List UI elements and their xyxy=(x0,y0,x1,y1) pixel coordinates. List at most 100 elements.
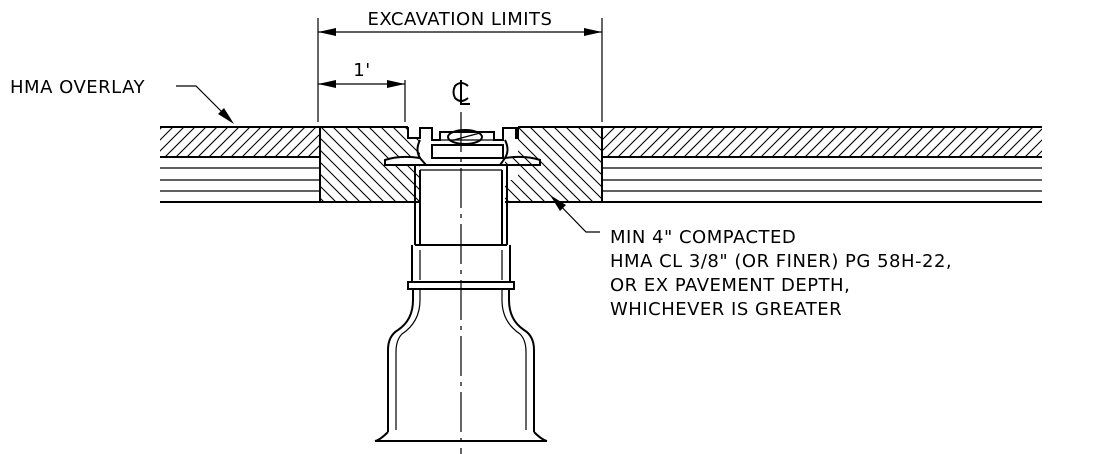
hatch-line xyxy=(749,127,781,157)
hatch-line xyxy=(826,127,858,157)
hatch-line xyxy=(1047,127,1077,157)
hma-patch-callout: MIN 4" COMPACTED HMA CL 3/8" (OR FINER) … xyxy=(550,195,952,320)
hatch-line xyxy=(344,127,420,202)
hatch-line xyxy=(793,127,825,157)
hatch-line xyxy=(650,127,682,157)
hatch-line xyxy=(870,127,902,157)
hatch-line xyxy=(208,127,240,157)
hatch-line xyxy=(274,127,306,157)
hatch-line xyxy=(252,127,284,157)
hatch-line xyxy=(694,127,726,157)
note-line-4: WHICHEVER IS GREATER xyxy=(610,299,842,320)
hatch-line xyxy=(332,127,409,202)
hatch-line xyxy=(859,127,891,157)
hatch-line xyxy=(1024,139,1042,157)
hatch-line xyxy=(936,127,968,157)
hatch-line xyxy=(602,127,605,130)
hatch-line xyxy=(837,127,869,157)
hatch-line xyxy=(160,127,163,130)
hatch-line xyxy=(160,127,185,152)
hatch-line xyxy=(230,127,262,157)
hatch-line xyxy=(881,127,913,157)
hatch-line xyxy=(175,127,207,157)
existing-pavement-right xyxy=(602,126,1104,203)
one-foot-label: 1' xyxy=(353,60,370,81)
hatch-line xyxy=(672,127,704,157)
hatch-line xyxy=(892,127,924,157)
hatch-line xyxy=(980,127,1012,157)
hatch-line xyxy=(219,127,251,157)
hatch-line xyxy=(186,127,218,157)
centerline-symbol: CL xyxy=(452,80,470,105)
hatch-line xyxy=(639,127,671,157)
hatch-line xyxy=(606,127,638,157)
hatch-line xyxy=(617,127,649,157)
hatch-line xyxy=(804,127,836,157)
hatch-line xyxy=(285,127,317,157)
hatch-line xyxy=(628,127,660,157)
hatch-line xyxy=(958,127,990,157)
hatch-line xyxy=(110,127,140,157)
hatch-line xyxy=(296,133,320,157)
hatch-line xyxy=(760,127,792,157)
hatch-line xyxy=(320,127,361,202)
hma-overlay-label: HMA OVERLAY xyxy=(10,77,146,98)
hatch-line xyxy=(914,127,946,157)
hatch-line xyxy=(320,127,349,202)
hatch-line xyxy=(716,127,748,157)
hatch-line xyxy=(529,127,602,202)
hatch-line xyxy=(341,127,371,157)
hatch-line xyxy=(1069,127,1099,157)
hatch-line xyxy=(517,127,594,202)
hatch-line xyxy=(1091,127,1104,157)
hatch-line xyxy=(263,127,295,157)
hatch-line xyxy=(320,127,397,202)
hatch-line xyxy=(903,127,935,157)
hatch-line xyxy=(738,127,770,157)
existing-pavement-left xyxy=(110,126,393,203)
note-line-2: HMA CL 3/8" (OR FINER) PG 58H-22, xyxy=(610,251,952,272)
hatch-line xyxy=(1013,128,1042,157)
hatch-line xyxy=(1058,127,1088,157)
hatch-line xyxy=(352,127,382,157)
excavation-limits-label: EXCAVATION LIMITS xyxy=(368,9,553,30)
hatch-line xyxy=(553,127,602,202)
hatch-line xyxy=(991,127,1023,157)
hatch-line xyxy=(160,127,174,141)
hatch-line xyxy=(164,127,196,157)
note-line-1: MIN 4" COMPACTED xyxy=(610,227,796,248)
hatch-line xyxy=(307,144,320,157)
one-foot-dimension: 1' xyxy=(318,60,406,122)
hatch-line xyxy=(727,127,759,157)
hatch-line xyxy=(320,127,385,202)
hatch-line xyxy=(925,127,957,157)
hatch-line xyxy=(771,127,803,157)
excavation-limits-dimension: EXCAVATION LIMITS xyxy=(317,9,603,122)
hatch-line xyxy=(121,127,151,157)
hatch-line xyxy=(197,127,229,157)
hatch-line xyxy=(1002,127,1034,157)
hatch-line xyxy=(392,127,420,202)
hatch-line xyxy=(602,127,616,141)
hatch-line xyxy=(565,127,602,202)
hatch-line xyxy=(815,127,847,157)
hatch-line xyxy=(602,127,627,152)
note-line-3: OR EX PAVEMENT DEPTH, xyxy=(610,275,850,296)
hatch-line xyxy=(848,127,880,157)
hatch-line xyxy=(782,127,814,157)
hma-overlay-callout: HMA OVERLAY xyxy=(10,77,234,124)
hatch-line xyxy=(705,127,737,157)
hatch-line xyxy=(683,127,715,157)
hatch-line xyxy=(505,127,582,202)
hatch-line xyxy=(969,127,1001,157)
hatch-line xyxy=(241,127,273,157)
hatch-line xyxy=(947,127,979,157)
hatch-line xyxy=(320,127,337,202)
hatch-line xyxy=(661,127,693,157)
hatch-line xyxy=(541,127,602,202)
hatch-line xyxy=(1035,150,1042,157)
hatch-line xyxy=(363,127,393,157)
hatch-line xyxy=(1080,127,1104,157)
hatch-line xyxy=(505,127,534,202)
